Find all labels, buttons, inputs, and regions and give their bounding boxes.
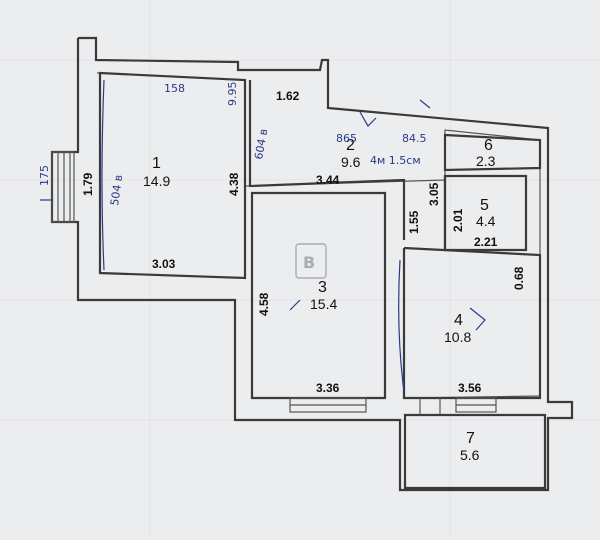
room-2-outline — [248, 80, 406, 240]
dim-1-62: 1.62 — [276, 89, 300, 103]
dim-2-21: 2.21 — [474, 235, 498, 249]
room-1-outline — [98, 71, 247, 280]
dim-0-68: 0.68 — [512, 266, 526, 290]
note-175: 175 — [38, 165, 51, 186]
watermark-letter: B — [303, 253, 315, 272]
watermark-logo: B — [295, 243, 327, 279]
room-5-area: 4.4 — [476, 213, 496, 229]
room-3-number: 3 — [318, 279, 327, 296]
dim-2-01: 2.01 — [451, 208, 465, 232]
room-2-number: 2 — [346, 137, 355, 154]
note-158: 158 — [164, 82, 185, 95]
pen-marks — [40, 79, 486, 393]
dim-1-55: 1.55 — [407, 210, 421, 234]
window-room-1 — [51, 151, 75, 223]
room-3-outline — [250, 191, 387, 400]
balcony-door — [419, 398, 441, 415]
room-7-number: 7 — [466, 430, 475, 447]
room-1-area: 14.9 — [143, 173, 170, 189]
room-7-area: 5.6 — [460, 447, 480, 463]
room-4-number: 4 — [454, 312, 463, 329]
dim-3-36: 3.36 — [316, 381, 340, 395]
dim-3-03: 3.03 — [152, 257, 176, 271]
dim-4-38: 4.38 — [227, 172, 241, 196]
dim-4-58: 4.58 — [257, 292, 271, 316]
room-2-area: 9.6 — [341, 154, 361, 170]
dim-1-79: 1.79 — [81, 172, 95, 196]
note-845: 84.5 — [402, 132, 427, 145]
room-1-number: 1 — [152, 155, 161, 172]
window-room-4 — [455, 397, 497, 413]
dim-3-05: 3.05 — [427, 182, 441, 206]
room-7-outline — [403, 413, 547, 490]
note-604: 604 в — [252, 128, 270, 161]
room-4-area: 10.8 — [444, 329, 471, 345]
room-6-number: 6 — [484, 137, 493, 154]
room-3-area: 15.4 — [310, 296, 337, 312]
room-6-outline — [443, 133, 542, 172]
note-865: 865 — [336, 132, 357, 145]
room-4-outline — [402, 246, 542, 400]
note-4m15: 4м 1.5см — [370, 154, 421, 167]
note-995: 9.95 — [226, 82, 239, 107]
dim-3-44: 3.44 — [316, 173, 340, 187]
room-5-number: 5 — [480, 197, 489, 214]
dim-3-56: 3.56 — [458, 381, 482, 395]
outer-wall — [50, 36, 574, 492]
note-504: 504 в — [108, 174, 125, 206]
room-6-area: 2.3 — [476, 153, 496, 169]
window-room-3 — [289, 397, 367, 413]
